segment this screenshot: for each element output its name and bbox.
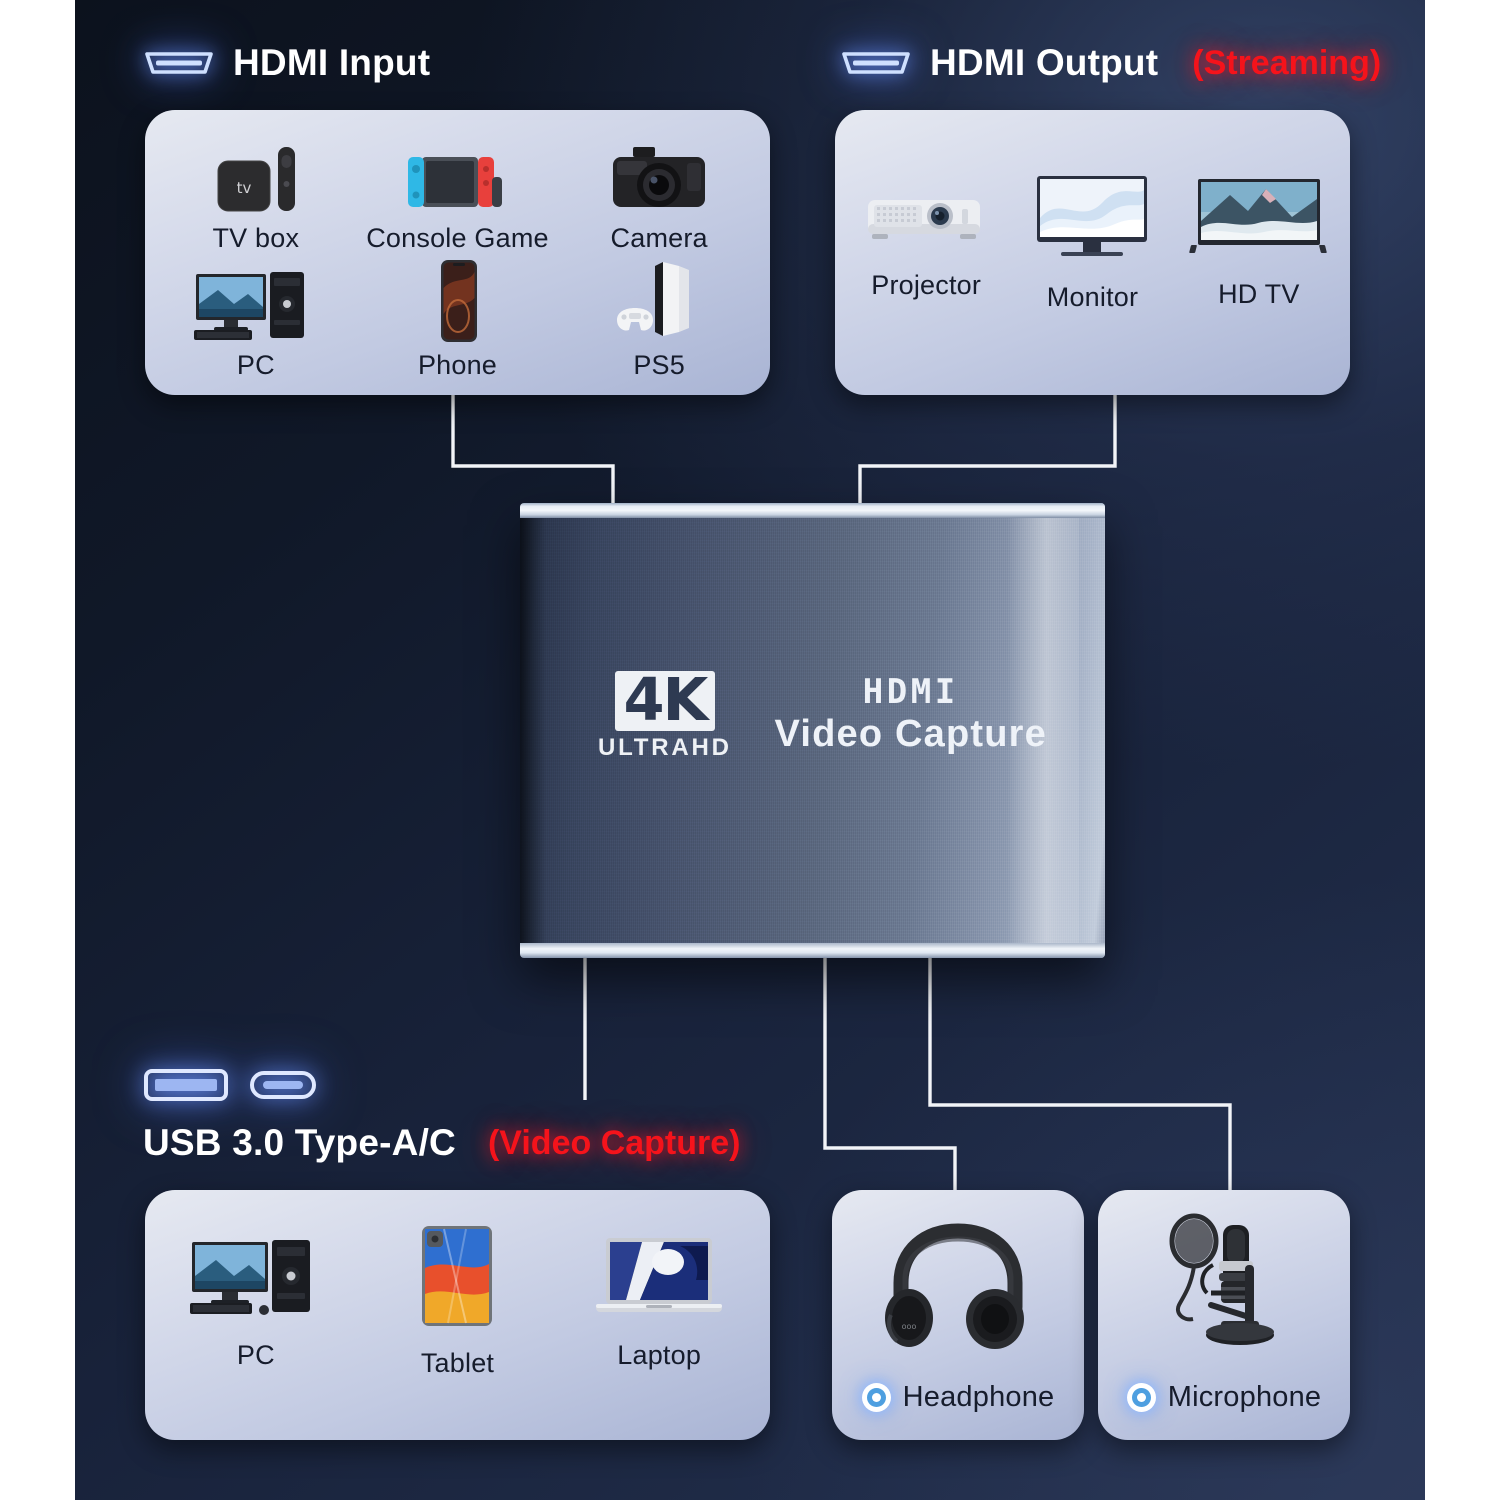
usb-type-c-port-icon (249, 1070, 317, 1105)
wire-microphone (928, 958, 1232, 1215)
headphone-icon: ooo (883, 1223, 1033, 1349)
usb-port-icons (143, 1068, 317, 1107)
source-label: Console Game (366, 222, 549, 253)
hdtv-icon (1189, 177, 1327, 257)
hdmi-output-accent: (Streaming) (1192, 43, 1382, 82)
usb-title: USB 3.0 Type-A/C (143, 1122, 456, 1163)
svg-text:ooo: ooo (902, 1322, 917, 1331)
source-label: Camera (610, 222, 708, 253)
usb-capture-hosts-panel: PC Tablet (145, 1190, 770, 1440)
hdmi-output-displays-panel: Projector Monitor (835, 110, 1350, 395)
source-item-pc[interactable]: PC (155, 254, 357, 382)
display-label: Projector (871, 270, 982, 300)
hdmi-output-header: HDMI Output (Streaming) (840, 42, 1381, 84)
display-item-hdtv[interactable]: HD TV (1176, 170, 1342, 317)
usb-header: USB 3.0 Type-A/C (Video Capture) (143, 1122, 740, 1164)
projector-icon (862, 186, 990, 248)
hdmi-video-capture-device: 4K ULTRAHD HDMI Video Capture (520, 503, 1105, 958)
usb-accent: (Video Capture) (487, 1123, 741, 1162)
wire-hdmi-input (451, 395, 615, 505)
source-label: Phone (417, 350, 498, 380)
host-label: Laptop (617, 1340, 702, 1370)
source-item-ps5[interactable]: PS5 (558, 254, 760, 382)
device-hdmi-text: HDMI (862, 672, 959, 713)
hdmi-output-title: HDMI Output (930, 42, 1159, 83)
audio-jack-icon (861, 1383, 891, 1412)
tablet-icon (414, 1224, 500, 1328)
4k-ultrahd-logo: 4K ULTRAHD (598, 670, 732, 761)
device-printing: 4K ULTRAHD HDMI Video Capture (598, 670, 1047, 761)
source-item-camera[interactable]: Camera (558, 126, 760, 254)
host-item-tablet[interactable]: Tablet (357, 1224, 559, 1379)
source-item-tv-box[interactable]: tv TV box (155, 126, 357, 254)
wire-headphone (823, 958, 957, 1215)
smartphone-icon (425, 258, 489, 344)
device-body: 4K ULTRAHD HDMI Video Capture (520, 503, 1105, 958)
laptop-icon (590, 1232, 728, 1320)
monitor-icon (1033, 174, 1151, 260)
tv-box-icon: tv (204, 139, 308, 217)
infographic-canvas: HDMI Input HDMI Output (Streaming) tv (75, 0, 1425, 1500)
display-label: Monitor (1046, 282, 1139, 312)
audio-output-label-row: Headphone (832, 1381, 1084, 1414)
source-label: TV box (212, 222, 300, 253)
display-label: HD TV (1218, 279, 1300, 309)
source-label: PS5 (633, 350, 685, 380)
microphone-icon (1149, 1205, 1299, 1355)
host-label: PC (236, 1340, 275, 1370)
audio-output-label: Headphone (902, 1381, 1055, 1413)
display-item-monitor[interactable]: Monitor (1009, 170, 1175, 317)
device-bottom-edge (520, 943, 1105, 958)
source-item-console-game[interactable]: Console Game (357, 126, 559, 254)
device-capture-text: Video Capture (774, 713, 1047, 756)
desktop-pc-icon (186, 1232, 326, 1320)
hdmi-port-icon (840, 48, 912, 78)
hdmi-input-header: HDMI Input (143, 42, 430, 84)
source-item-phone[interactable]: Phone (357, 254, 559, 382)
ps5-icon (607, 260, 711, 344)
audio-input-label-row: Microphone (1098, 1381, 1350, 1414)
hdmi-input-sources-panel: tv TV box (145, 110, 770, 395)
4k-badge-text: 4K (623, 665, 709, 734)
host-item-pc[interactable]: PC (155, 1224, 357, 1379)
usb-type-a-port-icon (143, 1068, 229, 1107)
host-label: Tablet (420, 1348, 495, 1378)
device-left-shadow (520, 503, 546, 958)
ultrahd-text: ULTRAHD (598, 734, 732, 761)
svg-text:tv: tv (236, 179, 251, 197)
wire-hdmi-output (858, 395, 1117, 505)
device-model-text: HDMI Video Capture (774, 673, 1047, 758)
host-item-laptop[interactable]: Laptop (558, 1224, 760, 1379)
audio-jack-icon (1126, 1383, 1156, 1412)
hdmi-port-icon (143, 48, 215, 78)
hdmi-input-title: HDMI Input (233, 42, 431, 83)
audio-input-panel: Microphone (1098, 1190, 1350, 1440)
desktop-pc-icon (190, 264, 322, 344)
display-item-projector[interactable]: Projector (843, 170, 1009, 317)
4k-badge: 4K (614, 670, 716, 731)
device-top-edge (520, 503, 1105, 518)
source-label: PC (236, 350, 275, 380)
audio-output-panel: ooo Headphone (832, 1190, 1084, 1440)
camera-icon (603, 139, 715, 217)
game-console-icon (392, 139, 522, 217)
device-highlight (1007, 503, 1079, 958)
audio-input-label: Microphone (1167, 1381, 1322, 1413)
